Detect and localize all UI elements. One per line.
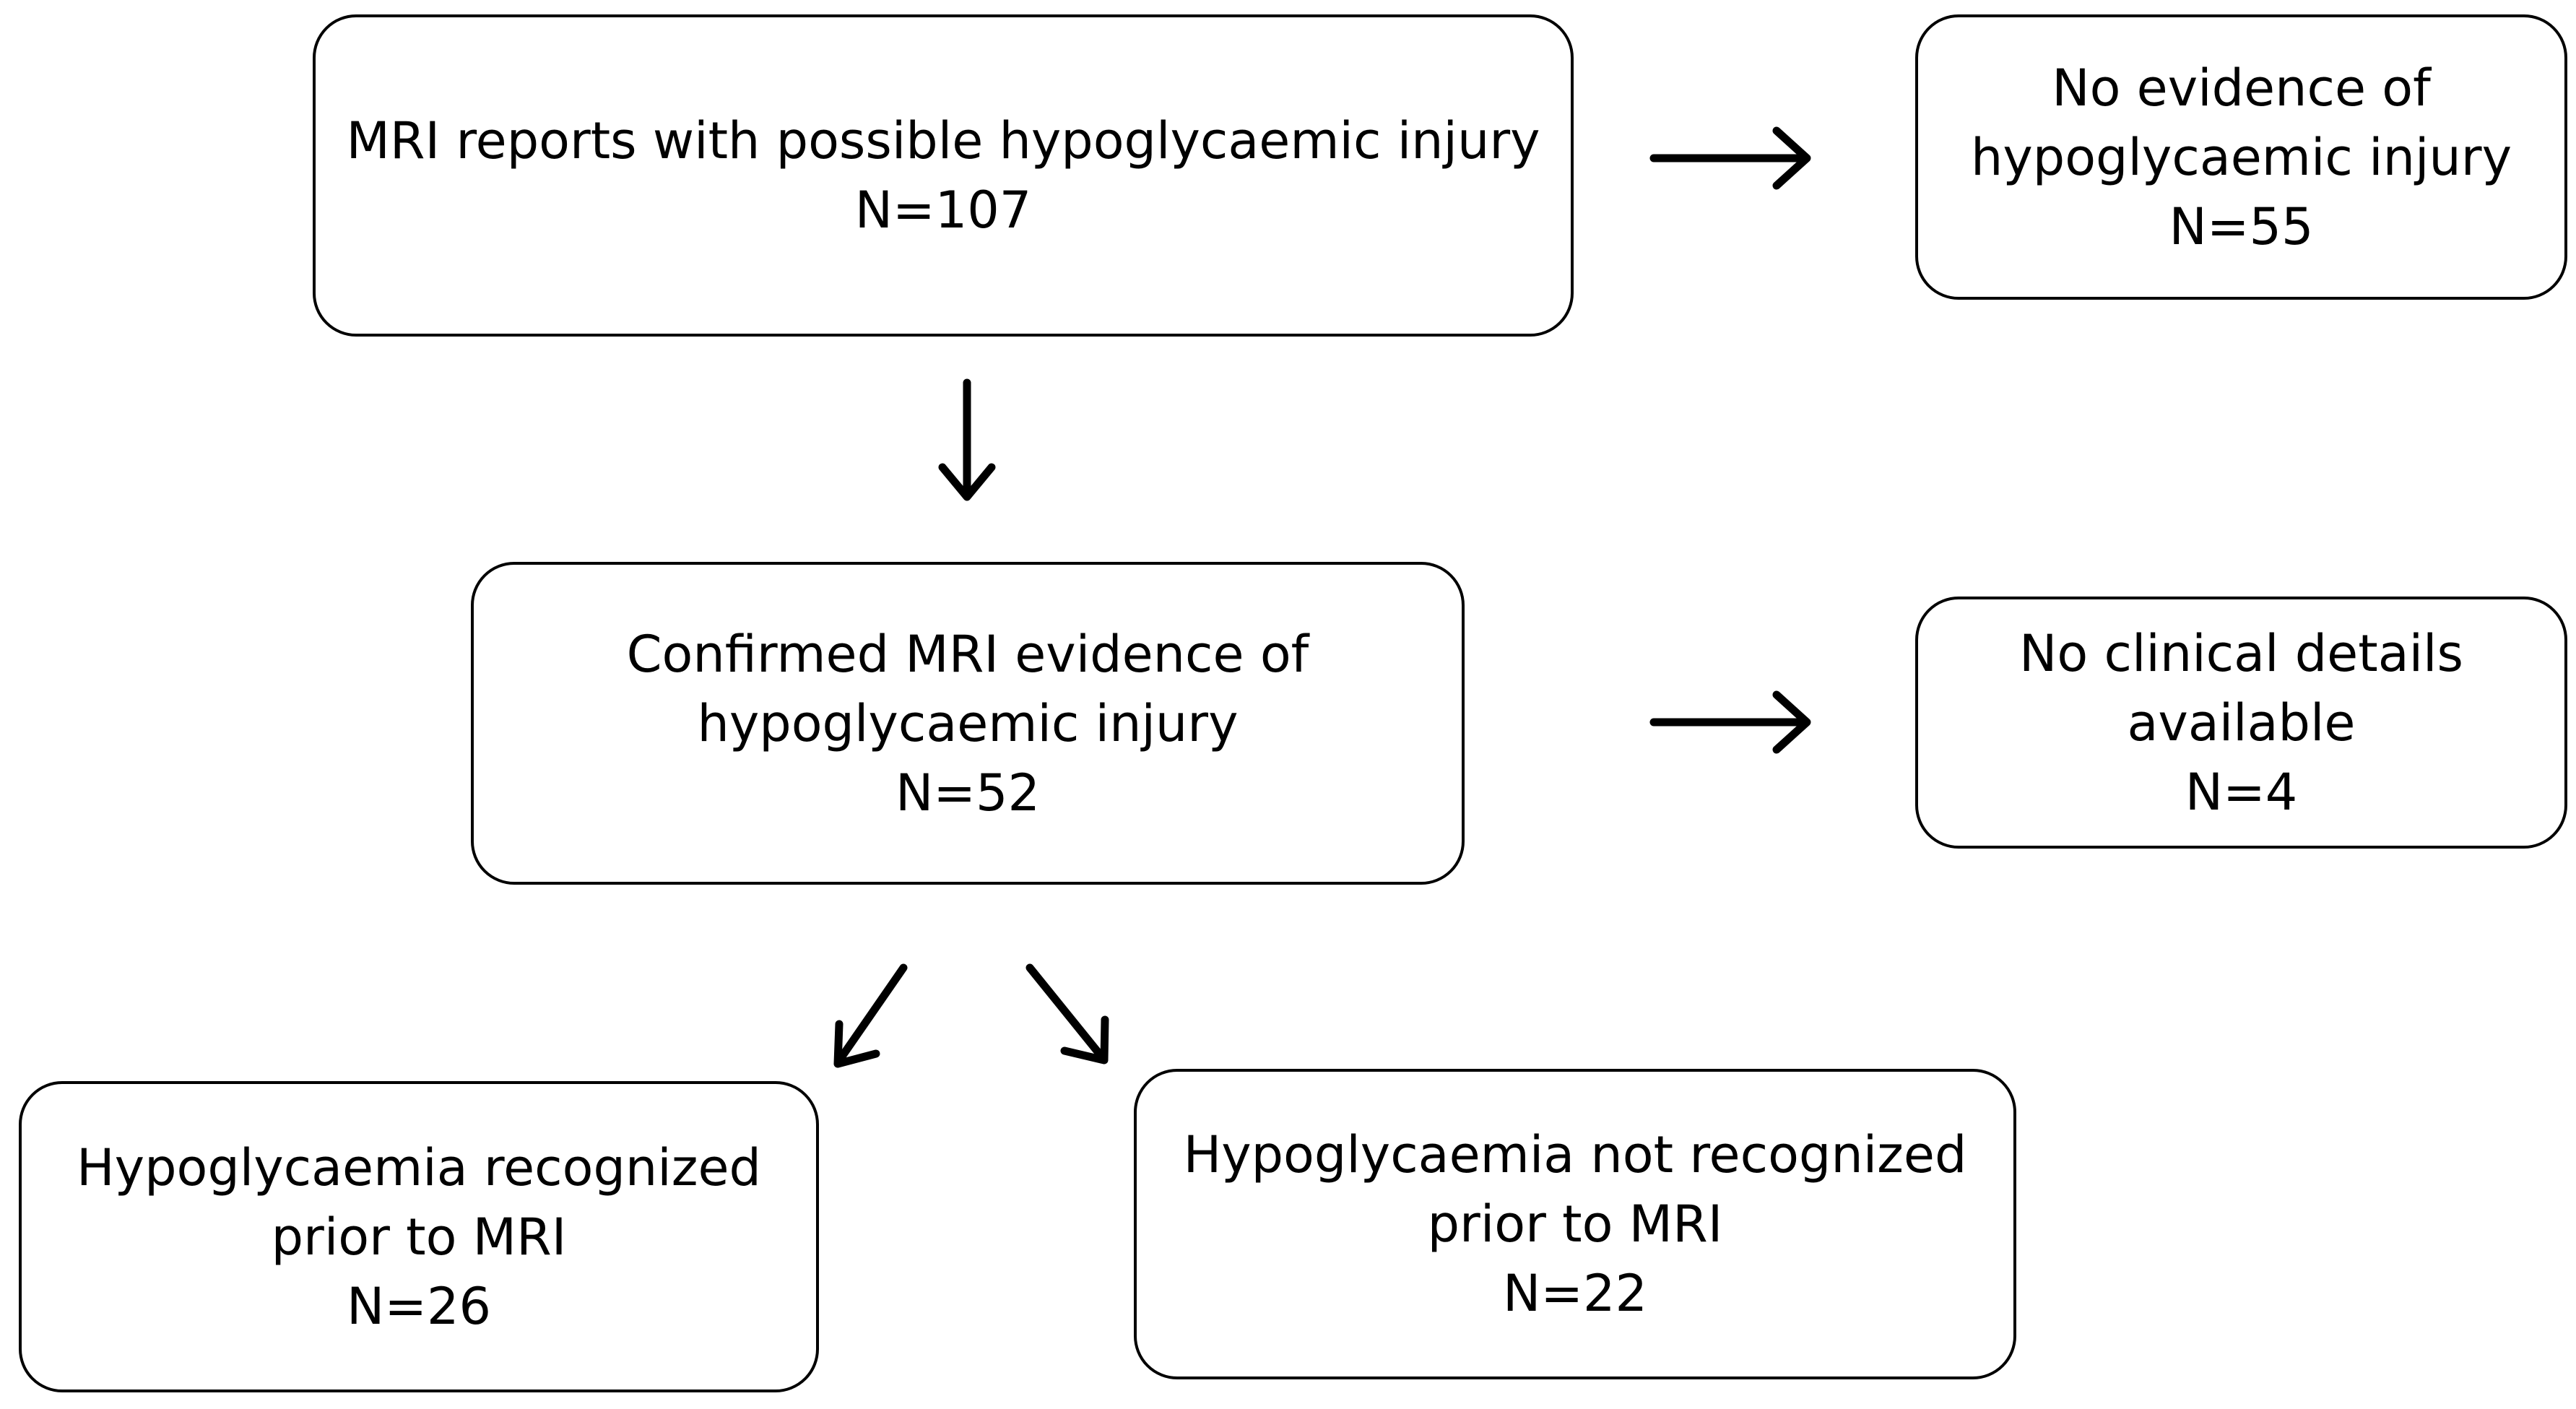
arrow-confirmed-to-no-clinical: [1649, 690, 1811, 754]
node-recognized-text-2: prior to MRI: [271, 1207, 567, 1267]
node-mri-reports-count: N=107: [854, 181, 1032, 240]
node-not-recognized-text-2: prior to MRI: [1427, 1195, 1723, 1254]
node-confirmed-count: N=52: [895, 763, 1041, 823]
node-no-evidence-text-1: No evidence of: [2052, 58, 2431, 118]
node-not-recognized: Hypoglycaemia not recognized prior to MR…: [1134, 1069, 2016, 1379]
node-recognized-count: N=26: [346, 1276, 492, 1336]
arrow-mri-to-confirmed: [938, 378, 996, 501]
node-mri-reports-text: MRI reports with possible hypoglycaemic …: [346, 111, 1540, 170]
arrow-confirmed-to-recognized: [833, 963, 908, 1068]
node-confirmed-text-2: hypoglycaemic injury: [697, 693, 1239, 753]
node-confirmed-text-1: Confirmed MRI evidence of: [626, 624, 1309, 684]
node-no-evidence-text-2: hypoglycaemic injury: [1970, 127, 2512, 187]
arrow-confirmed-to-not-recognized: [1025, 963, 1109, 1065]
node-no-clinical-text-2: available: [2127, 693, 2356, 753]
node-no-evidence-count: N=55: [2169, 196, 2314, 256]
node-no-clinical-details: No clinical details available N=4: [1915, 597, 2567, 849]
node-no-evidence: No evidence of hypoglycaemic injury N=55: [1915, 14, 2567, 300]
node-recognized-text-1: Hypoglycaemia recognized: [77, 1137, 761, 1197]
node-not-recognized-text-1: Hypoglycaemia not recognized: [1183, 1125, 1967, 1184]
node-not-recognized-count: N=22: [1502, 1264, 1648, 1323]
node-no-clinical-count: N=4: [2185, 762, 2298, 822]
node-no-clinical-text-1: No clinical details: [2019, 623, 2463, 683]
node-recognized: Hypoglycaemia recognized prior to MRI N=…: [19, 1081, 819, 1392]
node-confirmed: Confirmed MRI evidence of hypoglycaemic …: [471, 562, 1465, 885]
arrow-mri-to-no-evidence: [1649, 126, 1811, 190]
node-mri-reports: MRI reports with possible hypoglycaemic …: [313, 14, 1574, 337]
